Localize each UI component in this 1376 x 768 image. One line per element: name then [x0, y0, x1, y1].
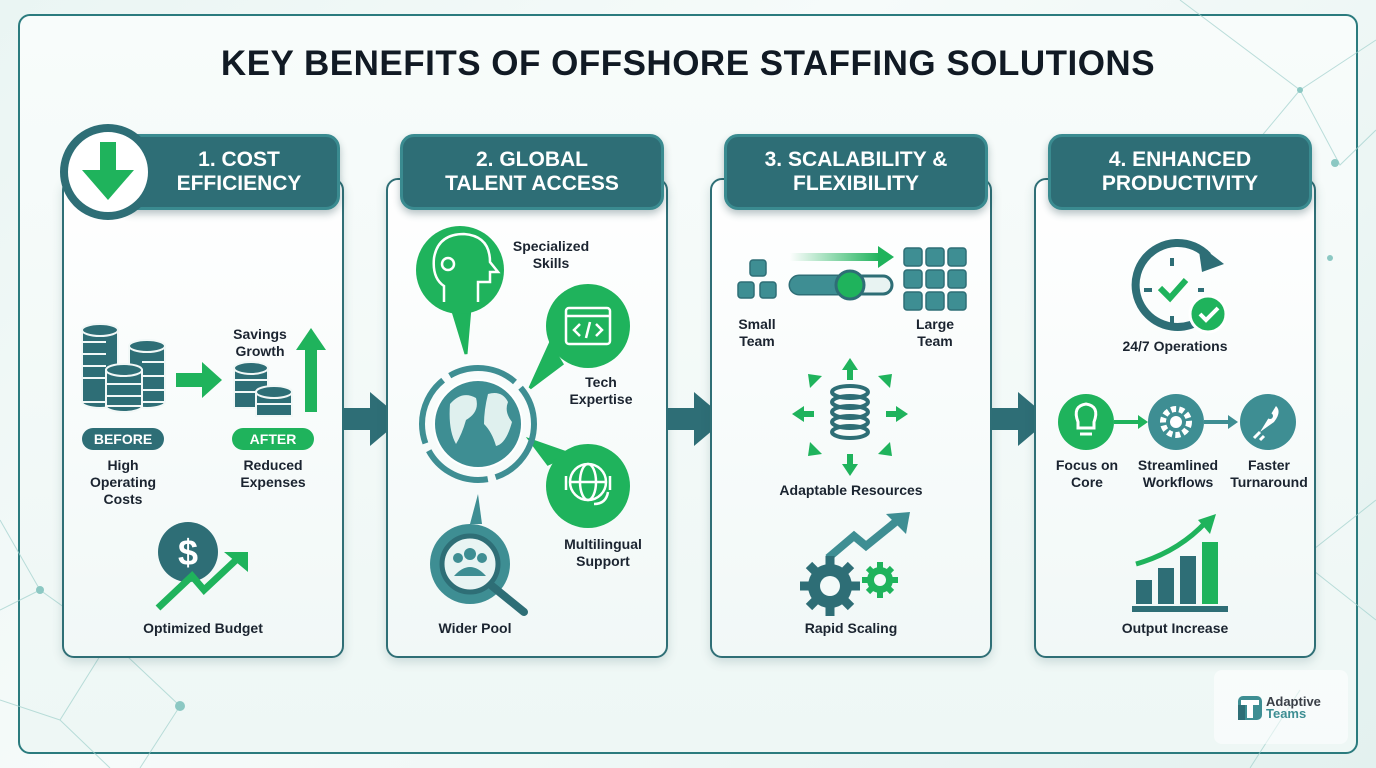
- logo-text-line1: Adaptive: [1266, 694, 1321, 709]
- global-talent-diagram: [416, 226, 630, 616]
- logo-text-line2: Teams: [1266, 706, 1307, 721]
- multilingual-support-label: Multilingual Support: [564, 536, 642, 569]
- header-line: 4. ENHANCED: [1108, 148, 1252, 171]
- after-pill: AFTER: [232, 428, 314, 450]
- coin-stack-after-icon: [233, 361, 293, 417]
- card-header-global-talent: 2. GLOBAL TALENT ACCESS: [400, 134, 664, 210]
- output-bar-chart-icon: [1132, 514, 1228, 612]
- card-header-scalability: 3. SCALABILITY & FLEXIBILITY: [724, 134, 988, 210]
- card-header-productivity: 4. ENHANCED PRODUCTIVITY: [1048, 134, 1312, 210]
- focus-core-label: Focus on Core: [1055, 457, 1119, 490]
- faster-turnaround-label: Faster Turnaround: [1230, 457, 1308, 490]
- optimized-budget-label: Optimized Budget: [143, 620, 263, 636]
- output-increase-label: Output Increase: [1121, 620, 1229, 636]
- header-line: 3. SCALABILITY &: [764, 148, 948, 171]
- rapid-scaling-label: Rapid Scaling: [804, 620, 898, 636]
- after-label: Reduced Expenses: [240, 457, 306, 490]
- streamlined-workflows-label: Streamlined Workflows: [1137, 457, 1219, 490]
- savings-growth-label: Savings Growth: [233, 326, 287, 359]
- specialized-skills-label: Specialized Skills: [512, 238, 590, 271]
- budget-dollar-icon: $: [155, 522, 248, 611]
- productivity-flow: [1058, 394, 1296, 450]
- header-line: TALENT ACCESS: [445, 172, 619, 195]
- page-title: KEY BENEFITS OF OFFSHORE STAFFING SOLUTI…: [220, 44, 1156, 83]
- adaptive-teams-logo-icon: [1238, 696, 1262, 720]
- header-line: EFFICIENCY: [176, 172, 302, 195]
- clock-check-icon: [1131, 239, 1228, 334]
- down-arrow-icon: [60, 124, 156, 220]
- adaptable-resources-label: Adaptable Resources: [779, 482, 923, 498]
- card-cost-efficiency: [62, 178, 344, 658]
- small-team-label: Small Team: [738, 316, 776, 349]
- growth-arrow-icon: [296, 328, 326, 412]
- tech-expertise-label: Tech Expertise: [569, 374, 633, 407]
- before-pill: BEFORE: [82, 428, 164, 450]
- before-label: High Operating Costs: [89, 457, 157, 507]
- logo-box: [1214, 670, 1348, 744]
- header-line: 1. COST: [198, 148, 280, 171]
- right-arrow-icon: [176, 362, 222, 398]
- svg-text:$: $: [178, 532, 198, 573]
- coin-stack-before-icon: [81, 323, 166, 413]
- header-line: FLEXIBILITY: [793, 172, 919, 195]
- header-line: PRODUCTIVITY: [1101, 172, 1259, 195]
- header-line: 2. GLOBAL: [475, 148, 588, 171]
- operations-label: 24/7 Operations: [1122, 338, 1228, 354]
- scalability-diagram: [737, 246, 967, 616]
- wider-pool-label: Wider Pool: [438, 620, 512, 636]
- large-team-label: Large Team: [915, 316, 955, 349]
